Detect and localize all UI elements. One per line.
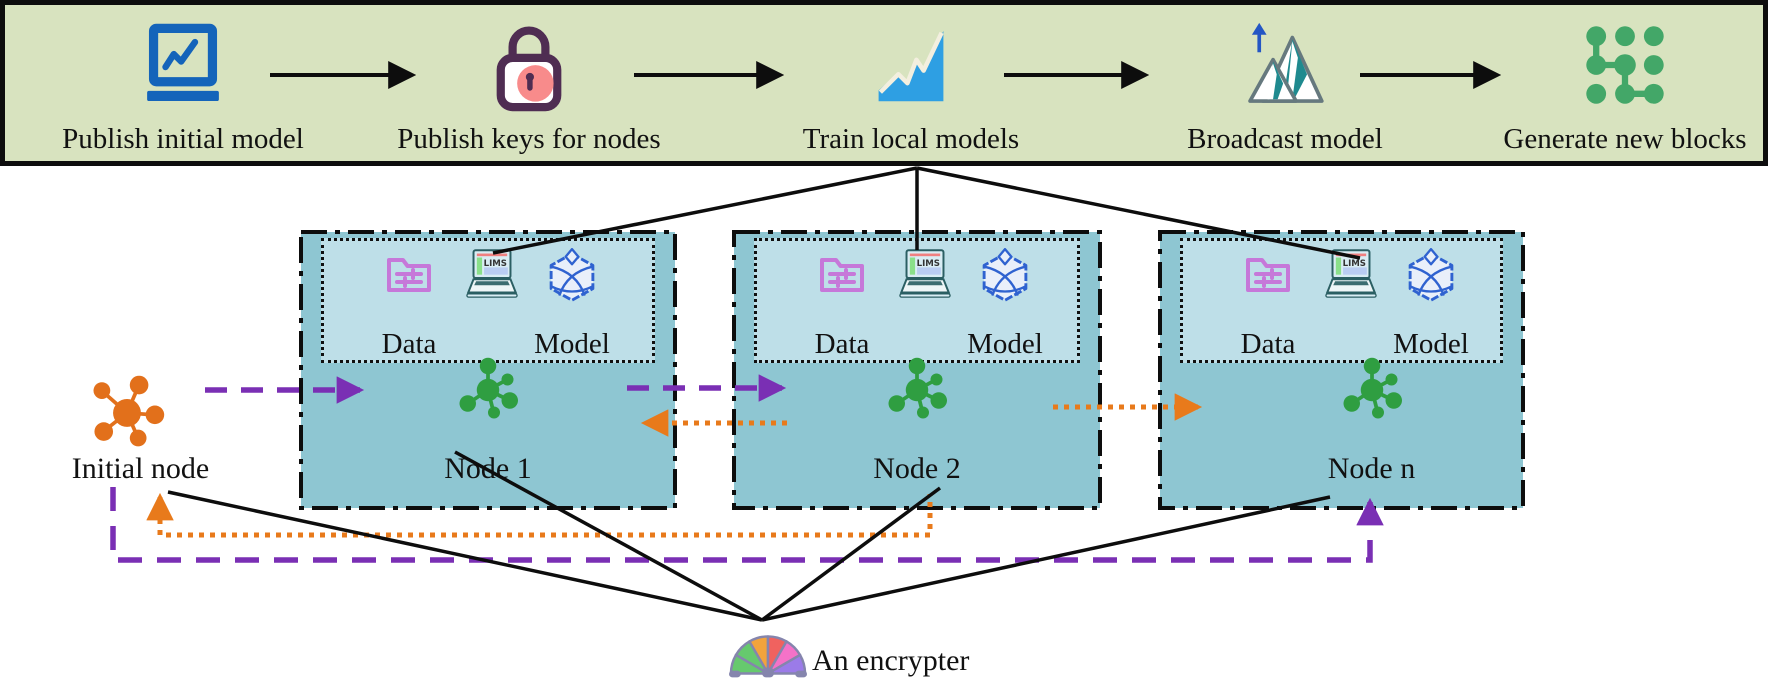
lims-laptop-icon: LIMS: [1318, 246, 1384, 307]
node-molecule-icon: [1338, 354, 1406, 431]
blocks-icon: [1580, 19, 1670, 116]
data-label: Data: [381, 328, 437, 360]
step-label: Publish initial model: [62, 123, 304, 155]
model-globe-icon: [1402, 248, 1460, 311]
lock-icon: [488, 19, 570, 120]
process-banner: Publish initial model Publish keys for n…: [0, 0, 1768, 166]
data-label: Data: [1240, 328, 1296, 360]
model-globe-icon: [976, 248, 1034, 311]
node-molecule-icon: [454, 354, 522, 431]
encrypter-line-noden: [761, 495, 1331, 622]
initial-node-icon: [85, 372, 169, 457]
step-publish-keys: Publish keys for nodes: [389, 5, 669, 161]
encrypter-label: An encrypter: [812, 644, 970, 677]
mountain-broadcast-icon: [1239, 19, 1331, 120]
step-label: Publish keys for nodes: [397, 123, 661, 155]
step-train-local-models: Train local models: [771, 5, 1051, 161]
model-label: Model: [534, 328, 610, 360]
step-label: Broadcast model: [1187, 123, 1383, 155]
encrypter-fan-icon: [729, 628, 807, 685]
node-box-n: LIMS Data Model: [1160, 232, 1523, 508]
step-broadcast-model: Broadcast model: [1145, 5, 1425, 161]
laptop-chart-icon: [137, 19, 229, 120]
node-label: Node n: [1327, 452, 1416, 485]
folder-data-icon: [815, 248, 869, 303]
node-label: Node 1: [444, 452, 532, 485]
train-chart-icon: [866, 19, 956, 120]
step-publish-initial-model: Publish initial model: [43, 5, 323, 161]
folder-data-icon: [382, 248, 436, 303]
node-box-2: LIMS Data Model: [734, 232, 1100, 508]
step-label: Train local models: [802, 123, 1020, 155]
model-globe-icon: [543, 248, 601, 311]
lims-laptop-icon: LIMS: [892, 246, 958, 307]
step-generate-new-blocks: Generate new blocks: [1485, 5, 1765, 161]
encrypter-line-initial: [167, 490, 763, 622]
initial-node-label: Initial node: [71, 452, 210, 485]
laptop-screen-text: LIMS: [484, 259, 507, 269]
laptop-screen-text: LIMS: [917, 259, 940, 269]
step-label: Generate new blocks: [1503, 123, 1747, 155]
lims-laptop-icon: LIMS: [459, 246, 525, 307]
node-box-1: LIMS Data Model: [301, 232, 675, 508]
node-molecule-icon: [883, 354, 951, 431]
model-label: Model: [967, 328, 1043, 360]
folder-data-icon: [1241, 248, 1295, 303]
node-label: Node 2: [873, 452, 961, 485]
laptop-screen-text: LIMS: [1343, 259, 1366, 269]
